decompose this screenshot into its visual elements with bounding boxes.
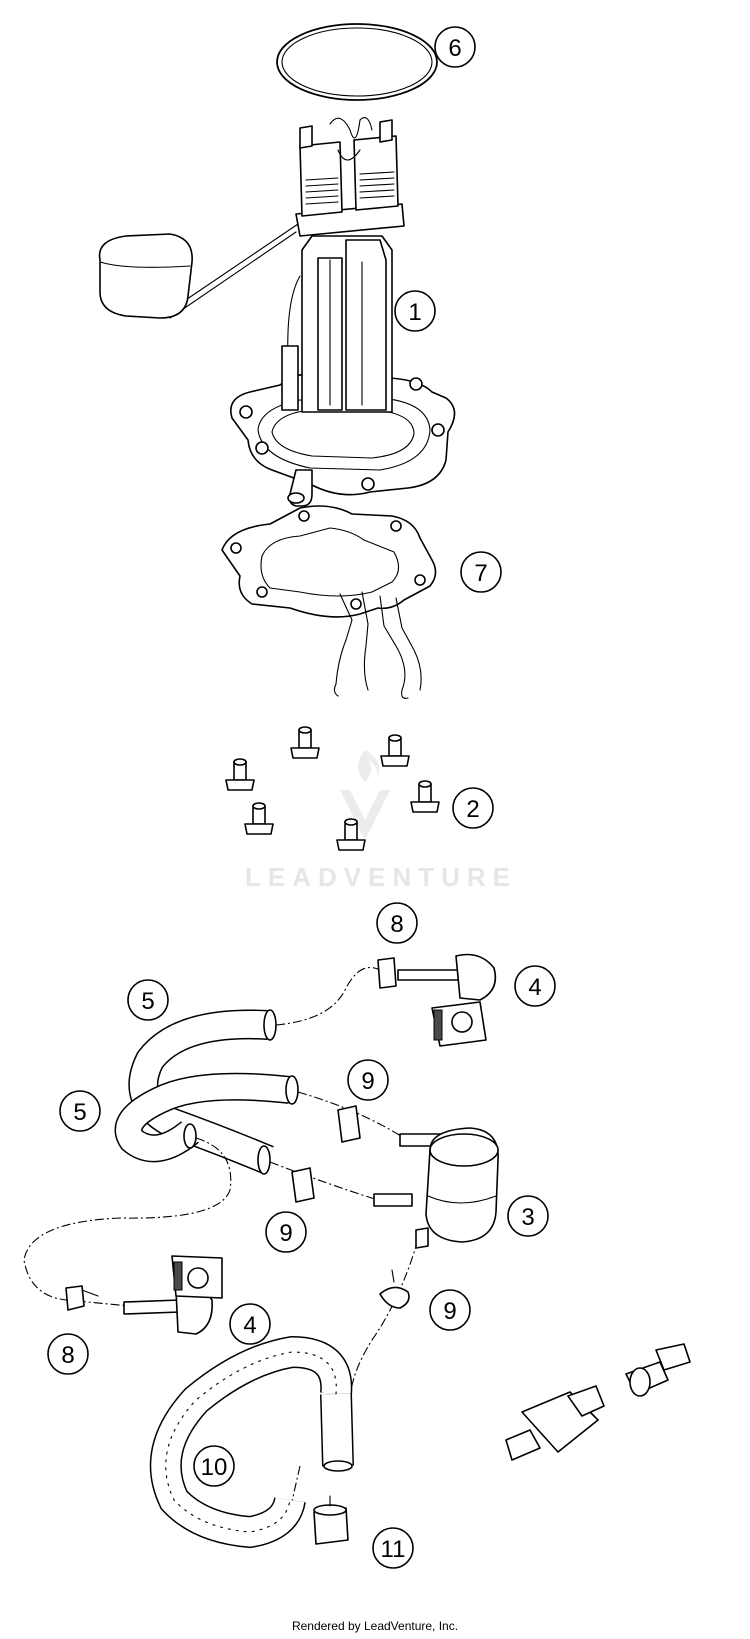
fuel-filter-part[interactable] <box>373 1127 499 1249</box>
callout-11: 11 <box>372 1527 414 1569</box>
svg-text:7: 7 <box>474 560 487 587</box>
gasket-part[interactable] <box>221 505 437 699</box>
svg-text:6: 6 <box>448 35 461 62</box>
footer-credit: Rendered by LeadVenture, Inc. <box>291 1619 459 1633</box>
svg-text:8: 8 <box>390 911 403 938</box>
quick-connector-part[interactable] <box>123 953 497 1335</box>
callout-1: 1 <box>394 290 436 332</box>
svg-text:2: 2 <box>466 796 479 823</box>
svg-text:9: 9 <box>279 1220 292 1247</box>
hose-part[interactable] <box>114 1009 299 1175</box>
small-clamp-part[interactable] <box>291 1105 410 1309</box>
routing-lines <box>23 966 419 1511</box>
watermark-text: LEADVENTURE <box>245 862 517 892</box>
callout-9-top: 9 <box>347 1059 389 1101</box>
svg-text:4: 4 <box>528 974 541 1001</box>
callout-6: 6 <box>434 26 476 68</box>
svg-text:9: 9 <box>443 1298 456 1325</box>
svg-text:10: 10 <box>201 1454 228 1481</box>
callout-9-mid: 9 <box>265 1211 307 1253</box>
svg-text:5: 5 <box>141 988 154 1015</box>
bolts-part[interactable] <box>225 726 440 851</box>
callout-4-top: 4 <box>514 965 556 1007</box>
callout-8-top: 8 <box>376 902 418 944</box>
callout-4-bottom: 4 <box>229 1303 271 1345</box>
leadventure-watermark: LEADVENTURE <box>245 750 517 892</box>
svg-text:11: 11 <box>381 1536 406 1563</box>
hose-clamp-part[interactable] <box>313 1495 349 1545</box>
clamp-part[interactable] <box>65 957 397 1311</box>
callout-7: 7 <box>460 551 502 593</box>
callout-5-mid: 5 <box>59 1090 101 1132</box>
svg-text:9: 9 <box>361 1068 374 1095</box>
svg-text:4: 4 <box>243 1312 256 1339</box>
callout-3: 3 <box>507 1195 549 1237</box>
callout-5-top: 5 <box>127 979 169 1021</box>
svg-text:8: 8 <box>61 1342 74 1369</box>
svg-text:3: 3 <box>521 1204 534 1231</box>
callout-9-bottom: 9 <box>429 1289 471 1331</box>
large-hose-part[interactable] <box>149 1335 354 1549</box>
svg-text:5: 5 <box>73 1099 86 1126</box>
fuel-pump-assembly-part[interactable] <box>98 117 456 507</box>
callout-2: 2 <box>452 787 494 829</box>
o-ring-part[interactable] <box>276 23 438 101</box>
callout-8-bottom: 8 <box>47 1333 89 1375</box>
fitting-parts[interactable] <box>505 1343 691 1461</box>
svg-text:1: 1 <box>408 299 421 326</box>
callout-10: 10 <box>193 1445 235 1487</box>
